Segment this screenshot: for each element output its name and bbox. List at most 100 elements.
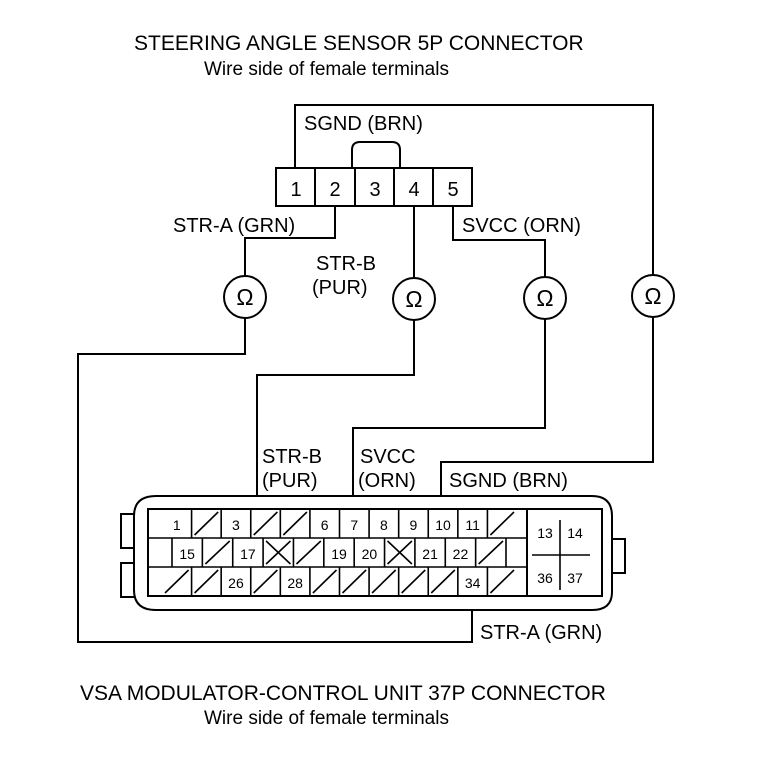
pin-26-label: 26 [228, 575, 244, 591]
pin-17-label: 17 [240, 546, 256, 562]
sensor-5p-connector: 1 2 3 4 5 [275, 141, 473, 207]
blank-pin-cell [253, 569, 278, 594]
label-str-b-top-2: (PUR) [312, 277, 368, 299]
wire-str-b-lower [256, 320, 415, 538]
pin-21-label: 21 [422, 546, 438, 562]
sensor-connector-body [275, 167, 473, 207]
wire-svcc-upper [452, 206, 546, 277]
pin-11: 11 [465, 517, 480, 533]
wire-sgnd-lower [440, 317, 654, 512]
pin-28-label: 28 [287, 575, 303, 591]
modulator-connector-frame [147, 508, 603, 597]
label-sgnd-top: SGND (BRN) [304, 113, 423, 135]
ohmmeter-sgnd: Ω [631, 274, 675, 318]
pin-34: 34 [465, 575, 481, 591]
pin-7-label: 7 [350, 517, 358, 533]
sensor-pin-3: 3 [369, 179, 380, 201]
sensor-pin-2: 2 [329, 179, 340, 201]
pin-26: 26 [228, 575, 244, 591]
connector-side-tab-left-lower [120, 562, 136, 598]
pin-8-label: 8 [380, 517, 388, 533]
ohmmeter-str-b: Ω [392, 277, 436, 321]
pin-1: 1 [173, 517, 181, 533]
pin-10: 10 [435, 517, 451, 533]
modulator-pin-cells: 1 3 6 7 8 9 10 11 15 17 19 20 21 22 26 28 34 [164, 509, 515, 596]
label-svcc-bottom-1: SVCC [360, 446, 416, 468]
pin-19-label: 19 [331, 546, 347, 562]
wires [77, 104, 654, 643]
pin-15-label: 15 [179, 546, 195, 562]
pin-22-label: 22 [453, 546, 469, 562]
pin-15: 15 [179, 546, 195, 562]
sensor-connector-subtitle: Wire side of female terminals [204, 59, 449, 80]
blank-pin-cell [194, 511, 219, 536]
blank-pin-cell [194, 569, 219, 594]
modulator-connector-shell [133, 495, 613, 611]
pin-6: 6 [321, 517, 329, 533]
blank-pin-cell [312, 569, 338, 594]
label-svcc-top: SVCC (ORN) [462, 215, 581, 237]
modulator-connector-subtitle: Wire side of female terminals [204, 708, 449, 729]
ohm-symbol-str-b: Ω [405, 286, 422, 312]
blank-pin-cell [253, 511, 278, 536]
pin-3: 3 [232, 517, 240, 533]
pin-13: 13 [537, 525, 553, 541]
blank-pin-cell [478, 540, 504, 565]
sensor-pin-5: 5 [447, 179, 458, 201]
blank-pin-cell [204, 540, 231, 565]
sensor-pin-1: 1 [290, 179, 301, 201]
label-str-a-bottom: STR-A (GRN) [480, 622, 602, 644]
wire-sgnd-upper [294, 104, 654, 275]
label-svcc-bottom-2: (ORN) [358, 470, 416, 492]
label-sgnd-bottom: SGND (BRN) [449, 470, 568, 492]
blank-pin-cell [386, 540, 413, 565]
connector-side-tab-right [611, 538, 626, 574]
connector-lock-tab [351, 141, 401, 168]
label-str-b-bottom-2: (PUR) [262, 470, 318, 492]
pin-36: 36 [537, 570, 553, 586]
wire-str-a-upper [244, 206, 336, 276]
pin-9-label: 9 [410, 517, 418, 533]
connector-side-tab-left-upper [120, 513, 136, 549]
pin-7: 7 [350, 517, 358, 533]
pin-17: 17 [240, 546, 256, 562]
blank-pin-cell [489, 569, 515, 594]
blank-pin-cell [489, 511, 515, 536]
pin-34-label: 34 [465, 575, 481, 591]
pin-22: 22 [453, 546, 469, 562]
wire-str-a-lower [77, 318, 473, 643]
ohm-symbol-svcc: Ω [536, 285, 553, 311]
blank-pin-cell [341, 569, 367, 594]
blank-pin-cell [371, 569, 397, 594]
modulator-connector-title: VSA MODULATOR-CONTROL UNIT 37P CONNECTOR [80, 682, 606, 705]
pin-37: 37 [567, 570, 583, 586]
pin-8: 8 [380, 517, 388, 533]
ohm-symbol-sgnd: Ω [644, 283, 661, 309]
pin-21: 21 [422, 546, 438, 562]
wire-svcc-lower [352, 319, 546, 512]
pin-14: 14 [567, 525, 583, 541]
blank-pin-cell [265, 540, 292, 565]
pin-1-label: 1 [173, 517, 181, 533]
pin-20: 20 [362, 546, 378, 562]
blank-pin-cell [401, 569, 426, 594]
pin-6-label: 6 [321, 517, 329, 533]
blank-pin-cell [430, 569, 456, 594]
sensor-pin-4: 4 [408, 179, 419, 201]
pin-28: 28 [287, 575, 303, 591]
pin-20-label: 20 [362, 546, 378, 562]
label-str-b-top-1: STR-B [316, 253, 376, 275]
blank-pin-cell [282, 511, 308, 536]
blank-pin-cell [164, 569, 190, 594]
pin-11-label: 11 [465, 517, 480, 533]
modulator-37p-connector: 13 14 36 37 [120, 495, 626, 611]
label-str-a-top: STR-A (GRN) [173, 215, 295, 237]
pin-3-label: 3 [232, 517, 240, 533]
ohmmeter-str-a: Ω [223, 275, 267, 319]
pin-9: 9 [410, 517, 418, 533]
ohmmeter-svcc: Ω [523, 276, 567, 320]
pin-19: 19 [331, 546, 347, 562]
label-str-b-bottom-1: STR-B [262, 446, 322, 468]
sensor-connector-title: STEERING ANGLE SENSOR 5P CONNECTOR [134, 32, 584, 55]
